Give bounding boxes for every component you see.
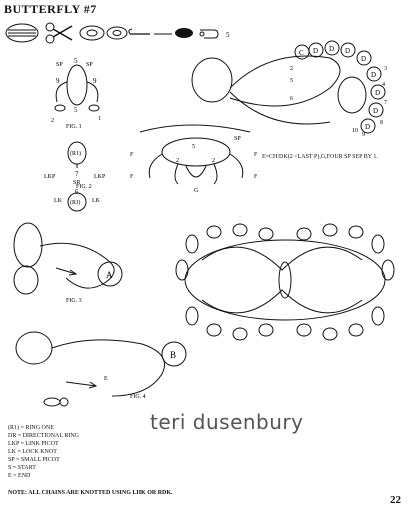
svg-text:D: D bbox=[361, 55, 366, 63]
wing-ring-d7: D bbox=[368, 102, 384, 118]
wing-num-7: 7 bbox=[384, 100, 387, 106]
svg-text:D: D bbox=[345, 47, 350, 55]
tools-row: 5 bbox=[5, 22, 230, 44]
fig2-label: FIG. 2 bbox=[76, 184, 92, 190]
fig2-lk-right: LK bbox=[92, 198, 101, 204]
body-f-left: F bbox=[130, 152, 134, 158]
body-sp: SP bbox=[234, 136, 241, 142]
fig1-n9-left: 9 bbox=[56, 77, 60, 85]
figure-2: (R1) 7 SR 6 (RJ) LKP LKP LK LK FIG. 2 bbox=[44, 141, 106, 212]
legend-item: E = END bbox=[8, 473, 31, 479]
page-title: BUTTERFLY #7 bbox=[4, 2, 97, 16]
wing-num-4: 4 bbox=[382, 82, 385, 88]
svg-text:D: D bbox=[365, 123, 370, 131]
fig1-n9-right: 9 bbox=[93, 77, 97, 85]
body-n2-left: 2 bbox=[176, 158, 179, 164]
body-f-left-low: F bbox=[130, 174, 134, 180]
legend-item: S = START bbox=[8, 465, 36, 471]
wing-ring-d4: D bbox=[356, 50, 372, 66]
shuttle-icon bbox=[5, 23, 39, 43]
figure-4: B E FIG. 4 bbox=[15, 331, 187, 407]
fig4-flower bbox=[43, 397, 69, 407]
wing-ring-d2: D bbox=[324, 40, 340, 56]
wing-num-3: 3 bbox=[384, 66, 387, 72]
fig4-e: E bbox=[104, 376, 108, 382]
fig1-label: FIG. 1 bbox=[66, 124, 82, 130]
fig2-r1: (R1) bbox=[70, 150, 81, 157]
fig4-label: FIG. 4 bbox=[130, 394, 146, 400]
fig2-sr: SR bbox=[73, 180, 80, 186]
svg-text:D: D bbox=[375, 89, 380, 97]
wing-num-2: 2 bbox=[290, 66, 293, 72]
fig1-n5-bottom: 5 bbox=[74, 106, 78, 114]
legend: (R1) = RING ONE DR = DIRECTIONAL RING LK… bbox=[8, 424, 79, 480]
wing-num-10: 10 bbox=[352, 128, 358, 134]
fig2-rj: (RJ) bbox=[70, 199, 80, 206]
svg-text:C: C bbox=[299, 49, 304, 57]
scissors-icon bbox=[45, 22, 73, 44]
fig1-sp-left: SP bbox=[56, 62, 63, 68]
fig3-ring-a: A bbox=[106, 270, 113, 280]
hook-icon bbox=[128, 28, 150, 35]
bobbin-icon bbox=[79, 25, 105, 41]
wing-ring-c: C bbox=[294, 44, 310, 60]
legend-item: SP = SMALL PICOT bbox=[8, 457, 60, 463]
wing-num-8: 8 bbox=[380, 120, 383, 126]
fig3-label: FIG. 3 bbox=[66, 298, 82, 304]
wing-ring-d3: D bbox=[340, 42, 356, 58]
figure-1: SP SP 9 9 5 5 2 1 FIG. 1 bbox=[51, 57, 101, 130]
page-number: 22 bbox=[390, 494, 401, 506]
legend-item: LK = LOCK KNOT bbox=[8, 449, 57, 455]
wing-ring-d1: D bbox=[308, 42, 324, 58]
legend-item: LKP = LINK PICOT bbox=[8, 441, 59, 447]
wing-ring-d5: D bbox=[366, 66, 382, 82]
fig2-lkp-left: LKP bbox=[44, 174, 56, 180]
fig2-lkp-right: LKP bbox=[94, 174, 106, 180]
body-f-right: F bbox=[254, 152, 258, 158]
body-n2-right: 2 bbox=[212, 158, 215, 164]
svg-text:D: D bbox=[371, 71, 376, 79]
fig4-ring-b: B bbox=[170, 350, 176, 360]
wing-num-9: 9 bbox=[362, 132, 365, 138]
fig2-n6: 6 bbox=[75, 188, 79, 196]
body-f-right-low: F bbox=[254, 174, 258, 180]
wing-ring-d8: D bbox=[360, 118, 376, 134]
butterfly-wing: C D D D D D D D D 2 5 6 10 9 8 7 3 4 bbox=[191, 40, 387, 138]
svg-text:D: D bbox=[313, 47, 318, 55]
wing-num-6: 6 bbox=[290, 96, 293, 102]
fig2-lk-left: LK bbox=[54, 198, 63, 204]
fig1-n2: 2 bbox=[51, 118, 54, 124]
body-chart: F F F F G SP 5 2 2 bbox=[130, 124, 258, 194]
shuttle-small-icon bbox=[106, 26, 128, 40]
fig1-sp-right: SP bbox=[86, 62, 93, 68]
wing-ring-d6: D bbox=[370, 84, 386, 100]
note: NOTE: ALL CHAINS ARE KNOTTED USING LHK O… bbox=[8, 490, 173, 496]
fig1-n1: 1 bbox=[98, 116, 101, 122]
legend-item: DR = DIRECTIONAL RING bbox=[8, 433, 79, 439]
fig2-n7: 7 bbox=[75, 170, 79, 178]
clip-icon bbox=[199, 29, 219, 39]
svg-text:D: D bbox=[329, 45, 334, 53]
figure-3: A FIG. 3 bbox=[13, 222, 123, 304]
legend-item: (R1) = RING ONE bbox=[8, 425, 54, 431]
wing-num-5: 5 bbox=[290, 78, 293, 84]
tools-count: 5 bbox=[226, 31, 230, 39]
bead-icon bbox=[175, 28, 193, 38]
butterfly-large bbox=[175, 223, 395, 341]
fig1-n5-top: 5 bbox=[74, 57, 78, 65]
body-g: G bbox=[194, 188, 199, 194]
svg-text:D: D bbox=[373, 107, 378, 115]
signature: teri dusenbury bbox=[150, 410, 304, 434]
body-n5: 5 bbox=[192, 144, 195, 150]
formula-text: E=CH/DK(2 <LAST P),G,FOUR SP SEP BY 1. bbox=[262, 154, 378, 160]
